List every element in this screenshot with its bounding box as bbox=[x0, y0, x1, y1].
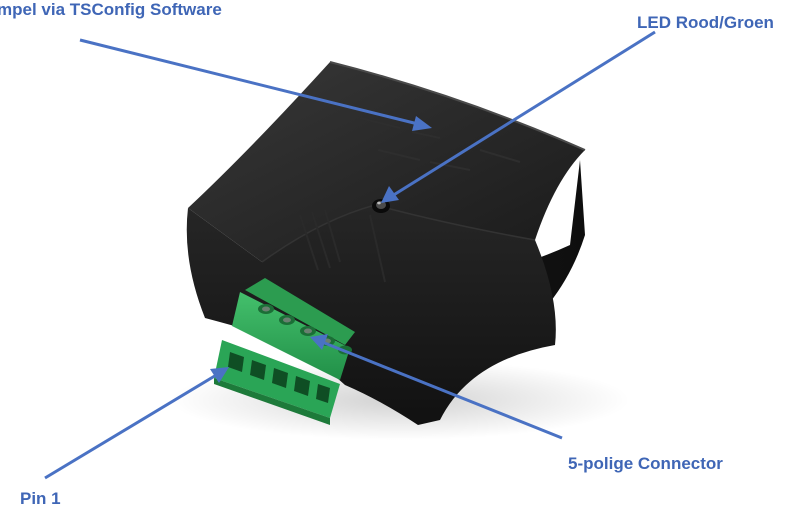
front-embossed-marks bbox=[299, 209, 386, 283]
arrow-connector-head bbox=[310, 334, 328, 350]
arrow-software bbox=[79, 38, 419, 126]
terminal-block bbox=[214, 278, 355, 425]
device-top-face bbox=[188, 62, 585, 262]
arrow-led bbox=[391, 30, 656, 198]
terminal-openings bbox=[228, 352, 330, 403]
arrow-software-head bbox=[412, 116, 432, 131]
callout-software-label: mpel via TSConfig Software bbox=[0, 0, 222, 19]
callout-led-label: LED Rood/Groen bbox=[637, 13, 774, 32]
callout-arrows bbox=[44, 30, 656, 480]
device-front-face bbox=[186, 205, 556, 425]
arrow-pin1 bbox=[44, 372, 219, 480]
arrow-connector bbox=[321, 340, 563, 440]
callout-connector-label: 5-polige Connector bbox=[568, 454, 723, 473]
arrow-led-head bbox=[381, 186, 399, 203]
embossed-marks bbox=[359, 117, 521, 171]
device-edge-highlight bbox=[329, 61, 586, 151]
led-indicator bbox=[372, 199, 390, 213]
arrow-pin1-head bbox=[210, 367, 229, 383]
callout-pin1-label: Pin 1 bbox=[20, 489, 61, 508]
